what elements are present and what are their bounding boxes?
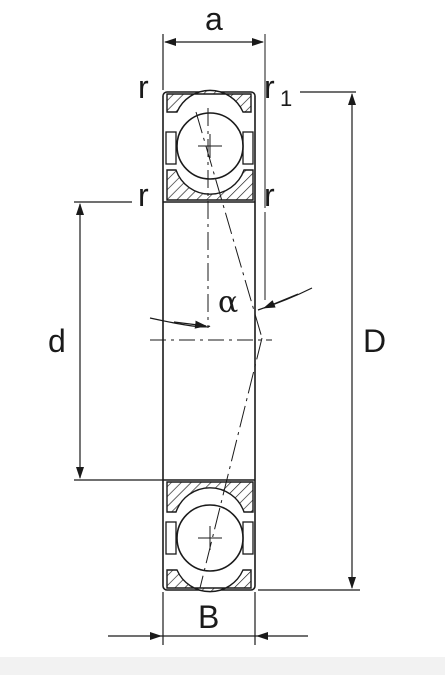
bottom-inner-ring bbox=[166, 481, 254, 513]
bottom-cage-left bbox=[165, 521, 177, 555]
top-ring-section bbox=[163, 89, 255, 203]
dimension-d bbox=[74, 201, 163, 481]
label-r-mid-right: r bbox=[264, 177, 275, 213]
bottom-cage-right bbox=[242, 521, 254, 555]
label-r-top-left: r bbox=[138, 69, 149, 105]
label-r1-subscript: 1 bbox=[280, 86, 292, 111]
label-r1: r bbox=[264, 69, 275, 105]
top-inner-ring bbox=[166, 169, 254, 201]
drawing-area: a r r r r 1 D d bbox=[0, 0, 445, 657]
bearing-cross-section-drawing: a r r r r 1 D d bbox=[48, 1, 386, 645]
contact-line-bottom bbox=[199, 337, 263, 589]
top-cage-left bbox=[165, 131, 177, 165]
top-outer-ring bbox=[166, 89, 252, 113]
label-r-mid-left: r bbox=[138, 177, 149, 213]
bottom-ring-section bbox=[163, 479, 255, 593]
bottom-outer-ring bbox=[166, 569, 252, 593]
contact-angle-arc bbox=[149, 287, 313, 329]
contact-line-top bbox=[195, 111, 263, 339]
label-alpha: α bbox=[218, 285, 238, 320]
label-a: a bbox=[205, 1, 223, 37]
dimension-D bbox=[258, 93, 360, 591]
dimension-B bbox=[108, 592, 308, 645]
label-d: d bbox=[48, 323, 66, 359]
label-B: B bbox=[198, 599, 219, 635]
dimension-a bbox=[162, 34, 264, 90]
construction-lines bbox=[150, 34, 272, 589]
label-D: D bbox=[363, 323, 386, 359]
top-cage-right bbox=[242, 131, 254, 165]
